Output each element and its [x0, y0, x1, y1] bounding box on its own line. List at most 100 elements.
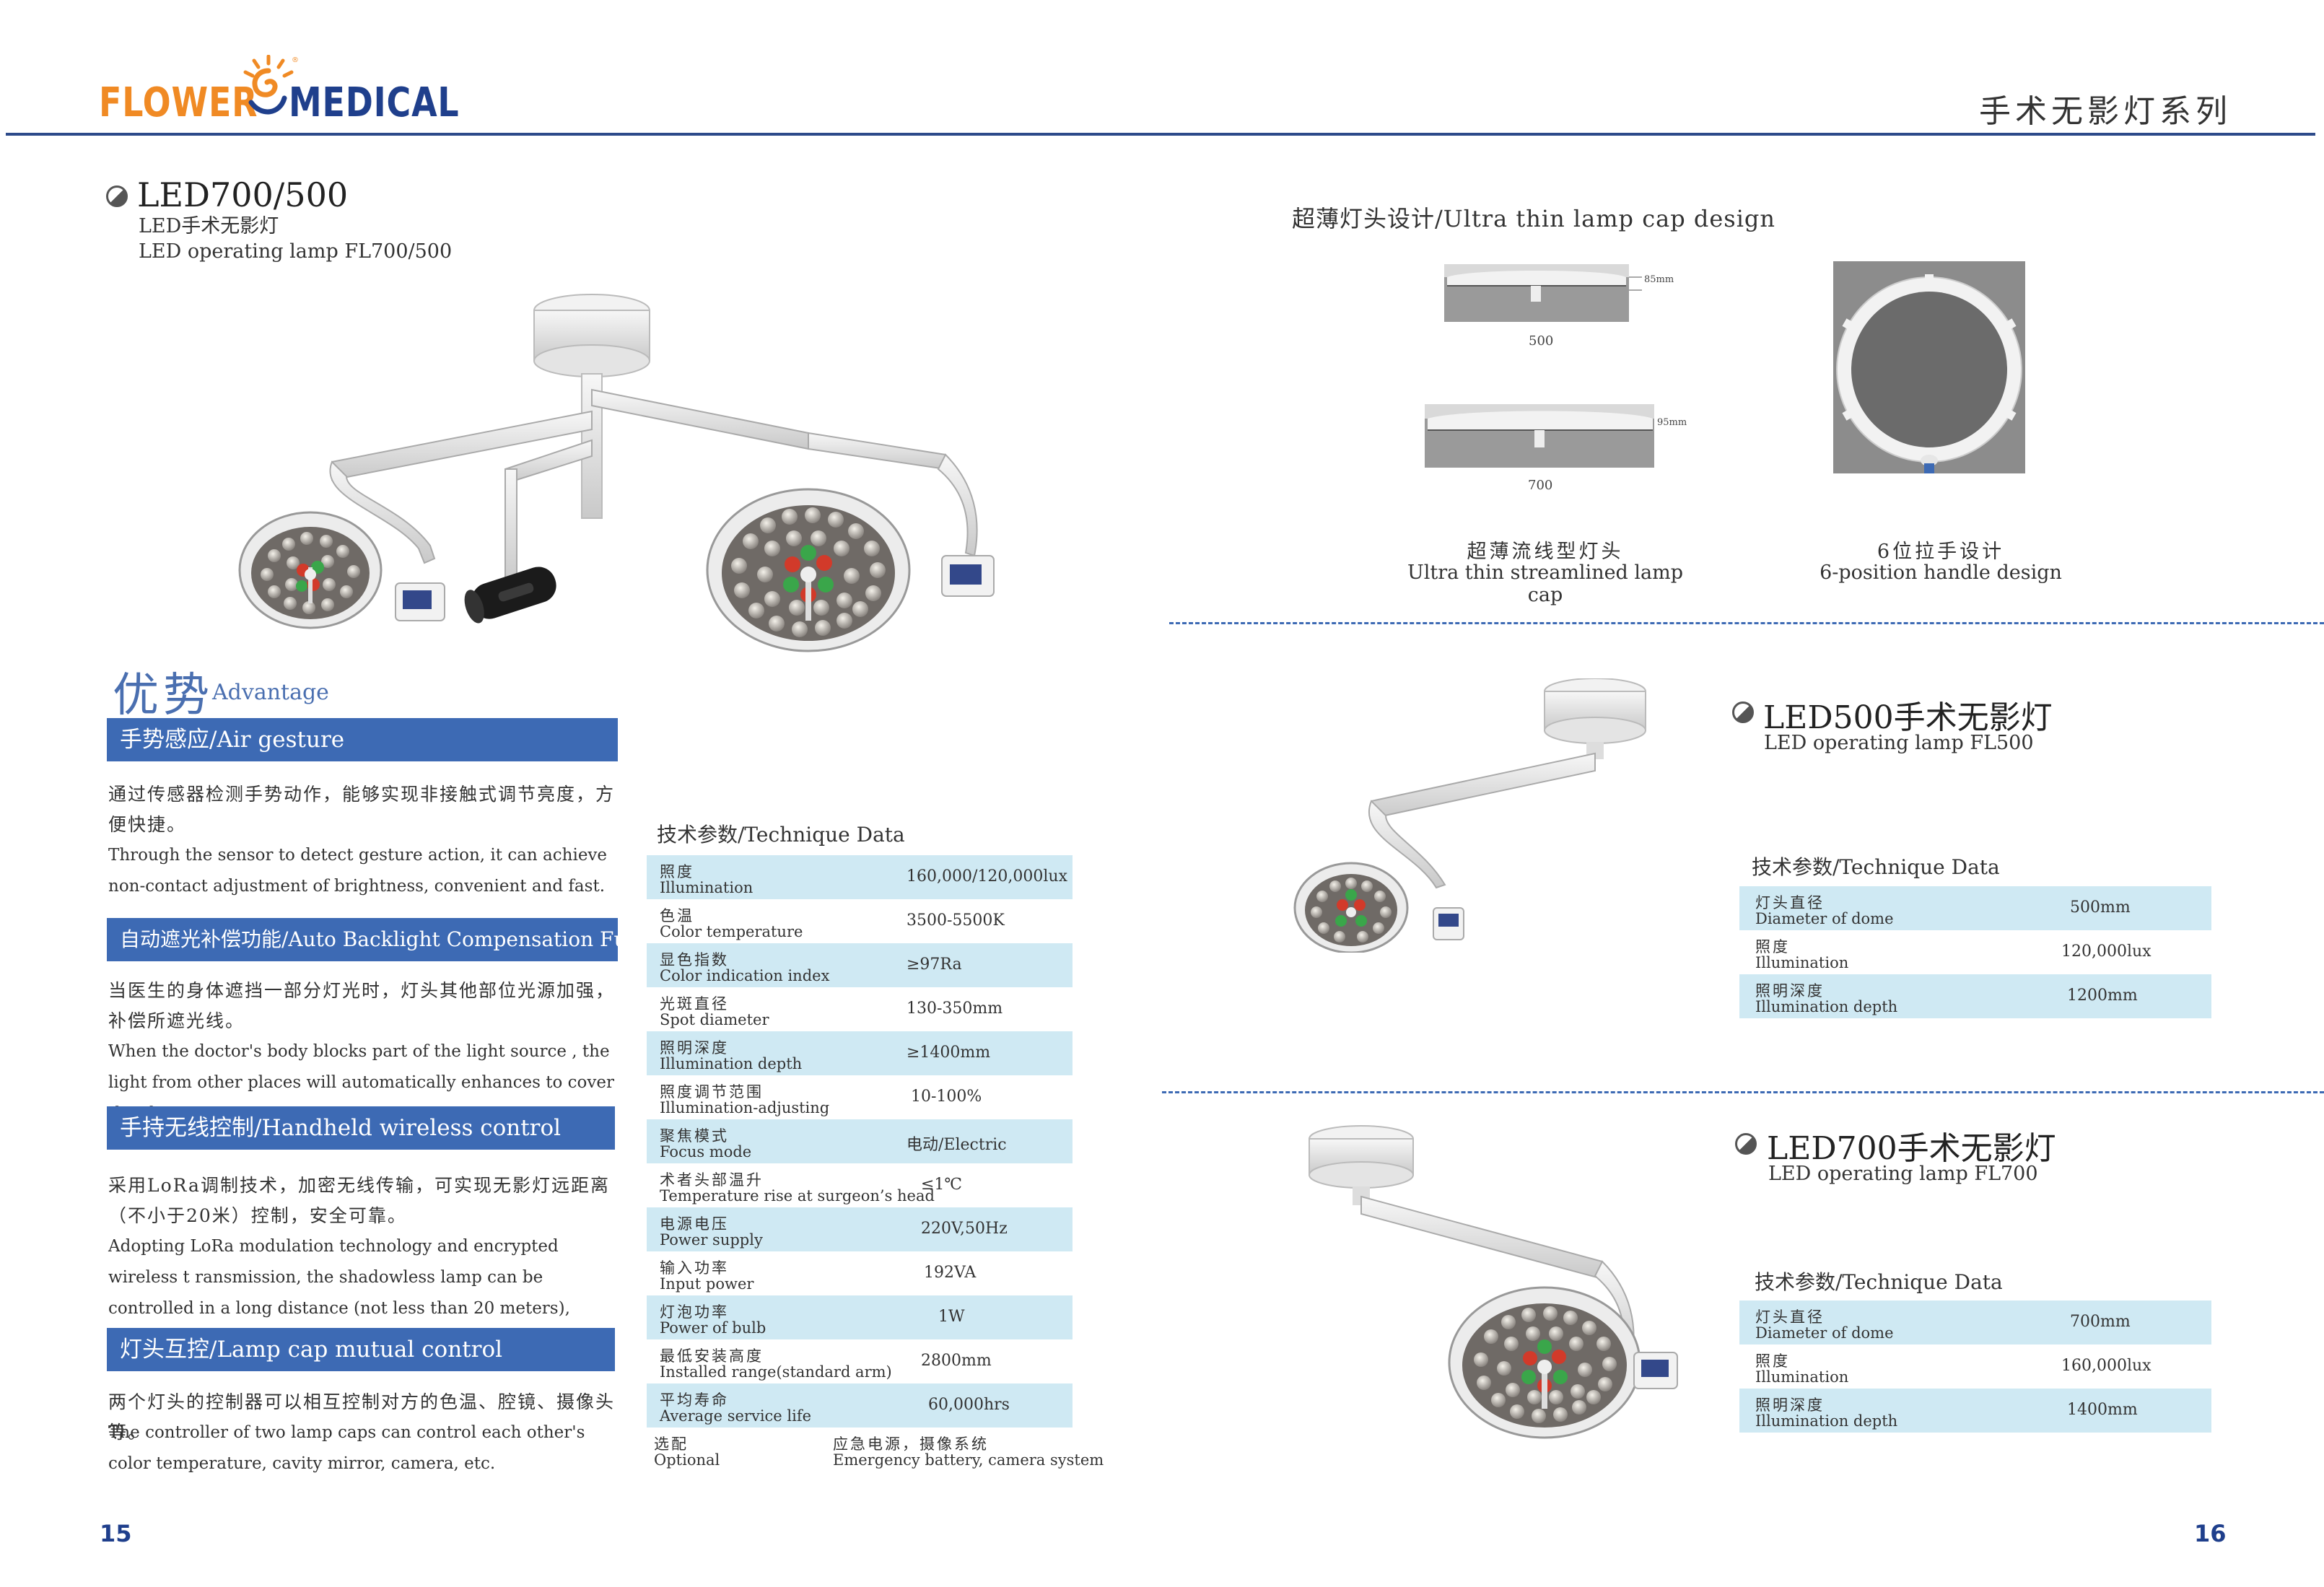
profile-500-dimension: 85mm [1644, 274, 1674, 285]
spec-label-cn: 照度 [1755, 938, 1790, 956]
section-bullet-icon [1735, 1133, 1757, 1155]
spec-label-en: Illumination depth [1755, 1412, 1898, 1430]
spec-label-en: Optional [654, 1451, 720, 1469]
spec-label-en: Spot diameter [660, 1011, 769, 1028]
caption-cn-handle: 6位拉手设计 [1877, 541, 2005, 563]
spec-label-cn: 灯头直径 [1755, 894, 1825, 911]
model-subtitle-en: LED operating lamp FL700/500 [139, 240, 453, 263]
profile-500-label: 500 [1529, 333, 1554, 349]
spec-label-en: Focus mode [660, 1143, 752, 1160]
advantage-text-en: The controller of two lamp caps can cont… [108, 1423, 585, 1473]
handle-design-illustration [1833, 261, 2025, 473]
spec-label-cn: 照度 [660, 863, 694, 880]
advantage-bar-air-gesture: 手势感应/Air gesture [107, 718, 618, 761]
spec-label-en: Illumination-adjusting [660, 1099, 830, 1116]
spec-value: ≤1℃ [921, 1176, 963, 1194]
spec-value: ≥1400mm [907, 1044, 991, 1062]
brand-flower-text: FLOWER [99, 79, 258, 126]
spec-label-en: Illumination depth [660, 1055, 803, 1072]
spec-value: ≥97Ra [907, 956, 962, 974]
page-number-right: 16 [2194, 1520, 2227, 1547]
spec-value: 3500-5500K [907, 911, 1005, 930]
spec-label-en: Illumination [660, 879, 753, 896]
spec-value: 220V,50Hz [921, 1220, 1008, 1238]
header-divider [6, 133, 2315, 136]
fl700-subtitle: LED operating lamp FL700 [1768, 1163, 2038, 1185]
spec-label-cn: 最低安装高度 [660, 1347, 764, 1365]
spec-label-en: Temperature rise at surgeon’s head [660, 1187, 935, 1205]
spec-value: 192VA [924, 1264, 977, 1282]
spec-label-cn: 光斑直径 [660, 995, 729, 1013]
advantage-text-cn: 采用LoRa调制技术，加密无线传输，可实现无影灯远距离（不小于20米）控制，安全… [108, 1175, 610, 1226]
spec-label-cn: 电源电压 [660, 1215, 729, 1233]
spec-value: 130-350mm [907, 1000, 1003, 1018]
flower-logo-icon: ® [243, 55, 299, 115]
profile-700-dimension: 95mm [1657, 417, 1687, 428]
spec-label-en: Input power [660, 1275, 754, 1293]
advantage-bar-backlight: 自动遮光补偿功能/Auto Backlight Compensation Fun… [107, 918, 618, 961]
spec-label-en: Illumination depth [1755, 998, 1898, 1015]
section-bullet-icon [106, 185, 128, 207]
svg-text:®: ® [292, 56, 299, 64]
advantage-heading-cn: 优势 [113, 669, 214, 722]
spec-label-cn: 平均寿命 [660, 1391, 729, 1409]
advantage-text-cn: 当医生的身体遮挡一部分灯光时，灯头其他部位光源加强，补偿所遮光线。 [108, 980, 616, 1031]
spec-label-en: Power of bulb [660, 1319, 766, 1337]
advantage-bar-wireless: 手持无线控制/Handheld wireless control [107, 1106, 615, 1150]
spec-value: 1400mm [2067, 1401, 2138, 1419]
spec-label-en: Color temperature [660, 923, 803, 940]
section-divider [1162, 1091, 2324, 1093]
page-number-left: 15 [100, 1520, 132, 1547]
spec-label-cn: 显色指数 [660, 951, 729, 969]
spec-label-en: Color indication index [660, 967, 830, 984]
spec-label-cn: 输入功率 [660, 1259, 729, 1277]
advantage-bar-mutual-control: 灯头互控/Lamp cap mutual control [107, 1328, 615, 1371]
spec-value: Emergency battery, camera system [833, 1451, 1104, 1469]
fl500-subtitle: LED operating lamp FL500 [1764, 732, 2034, 754]
dual-lamp-illustration [238, 294, 995, 652]
spec-value: 700mm [2070, 1313, 2131, 1331]
fl500-title: LED500手术无影灯 [1763, 699, 2053, 736]
spec-label-en: Illumination [1755, 1368, 1849, 1386]
spec-label-en: Installed range(standard arm) [660, 1363, 892, 1381]
advantage-text-en: Through the sensor to detect gesture act… [108, 846, 608, 896]
advantage-heading-en: Advantage [212, 680, 329, 705]
spec-value-cn: 应急电源，摄像系统 [833, 1435, 989, 1453]
spec-label-en: Diameter of dome [1755, 1324, 1894, 1342]
series-title: 手术无影灯系列 [1979, 93, 2232, 130]
spec-label-cn: 照度调节范围 [660, 1083, 764, 1101]
spec-value: 160,000lux [2061, 1357, 2152, 1375]
spec-value: 500mm [2070, 899, 2131, 917]
fl700-spec-title: 技术参数/Technique Data [1755, 1270, 2003, 1294]
caption-en-streamlined: Ultra thin streamlined lamp cap [1407, 561, 1684, 606]
spec-value: 120,000lux [2061, 943, 2152, 961]
section-divider [1169, 622, 2324, 624]
spec-label-cn: 选配 [654, 1435, 689, 1453]
fl500-lamp-illustration [1293, 678, 1646, 953]
spec-label-cn: 灯泡功率 [660, 1303, 729, 1321]
spec-label-cn: 灯头直径 [1755, 1308, 1825, 1326]
spec-label-en: Power supply [660, 1231, 763, 1249]
spec-label-en: Average service life [660, 1407, 812, 1425]
profile-500-illustration [1444, 264, 1642, 322]
spec-label-cn: 色温 [660, 907, 694, 924]
advantage-text-cn: 通过传感器检测手势动作，能够实现非接触式调节亮度，方便快捷。 [108, 784, 616, 835]
spec-label-cn: 照明深度 [1755, 982, 1825, 1000]
brand-medical-text: MEDICAL [289, 79, 460, 126]
